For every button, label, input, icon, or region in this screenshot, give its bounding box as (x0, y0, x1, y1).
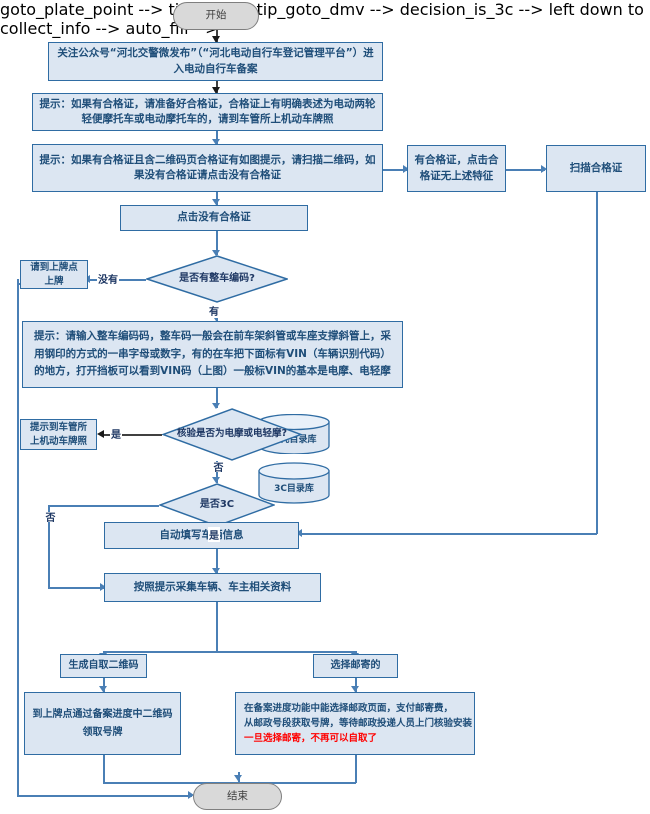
edge-pickupqr-to-pickuppoint (103, 678, 105, 692)
edge-collect-split-h (103, 651, 356, 653)
arrowhead-tipvin-to-moto (212, 403, 220, 409)
arrowhead-3c-no-to-collect (100, 583, 106, 591)
edge-label-moto-no: 否 (209, 462, 224, 472)
node-tip-vin-label: 提示：请输入整车编码码，整车码一般会在前车架斜管或车座支撑斜管上，采用钢印的方式… (34, 329, 391, 378)
node-auto-fill-label: 自动填写车辆信息 (159, 528, 244, 541)
arrowhead-follow-to-tip1 (212, 87, 220, 94)
node-decision-is-3c-label: 是否3C (199, 499, 235, 511)
edge-platepoint-left-stub (17, 279, 19, 284)
node-decision-is-moto[interactable]: 核验是否为电摩或电轻摩? (162, 408, 302, 461)
edge-tip1-to-tip2 (216, 131, 218, 144)
node-choose-mail[interactable]: 选择邮寄的 (313, 654, 398, 678)
arrowhead-rail-to-autofill (296, 529, 302, 537)
node-tip-qrcode[interactable]: 提示：如果有合格证且含二维码页合格证有如图提示，请扫描二维码，如果没有合格证请点… (32, 144, 383, 192)
edge-collect-down (216, 602, 218, 652)
node-collect-info-label: 按照提示采集车辆、车主相关资料 (133, 580, 292, 593)
node-mail-detail[interactable]: 在备案进度功能中能选择邮政页面，支付邮寄费， 从邮政号段获取号牌，等待邮政投递人… (235, 692, 475, 755)
node-tip-certificate[interactable]: 提示：如果有合格证，请准备好合格证，合格证上有明确表述为电动两轮轻便摩托车或电动… (32, 93, 383, 131)
edge-merge-to-end (103, 782, 356, 784)
edge-pickuppoint-down (103, 755, 105, 783)
node-start[interactable]: 开始 (173, 2, 259, 30)
node-follow-account[interactable]: 关注公众号“河北交警微发布”（“河北电动自行车登记管理平台”）进入电动自行车备案 (48, 42, 383, 81)
arrowhead-leftrail-to-end (188, 791, 194, 799)
edge-tip2-to-hascert (383, 169, 407, 171)
arrowhead-hascert-to-scan (541, 165, 547, 173)
arrowhead-tip2-to-hascert (403, 165, 409, 173)
diamond-shape-has-vin (146, 255, 288, 303)
arrowhead-start-to-follow (212, 36, 220, 43)
cylinder-shape-3c (258, 462, 330, 504)
node-mail-detail-line2: 从邮政号段获取号牌，等待邮政投递人员上门核验安装 (244, 717, 473, 729)
edge-moto-yes-to-dmv (101, 434, 162, 436)
node-tip-vin[interactable]: 提示：请输入整车编码码，整车码一般会在前车架斜管或车座支撑斜管上，采用钢印的方式… (22, 321, 403, 388)
node-auto-fill[interactable]: 自动填写车辆信息 (104, 522, 299, 549)
edge-left-rail (17, 283, 19, 796)
edge-scan-down-rail (596, 192, 598, 534)
edge-label-3c-yes: 是 (208, 527, 220, 542)
node-decision-has-vin-label: 是否有整车编码? (179, 273, 255, 285)
node-decision-is-3c[interactable]: 是否3C (159, 483, 275, 527)
node-mail-detail-body: 在备案进度功能中能选择邮政页面，支付邮寄费， 从邮政号段获取号牌，等待邮政投递人… (236, 701, 474, 747)
edge-hascert-to-scan (506, 169, 545, 171)
node-pickup-at-point[interactable]: 到上牌点通过备案进度中二维码领取号牌 (24, 692, 181, 755)
edge-clicknocert-to-vin (216, 231, 218, 255)
edge-label-3c-no: 否 (41, 512, 56, 522)
arrowhead-merge-to-end (234, 775, 242, 781)
node-tip-goto-dmv[interactable]: 提示到车管所上机动车牌照 (20, 419, 97, 450)
edge-rail-to-autofill (299, 533, 597, 535)
edge-label-no-vin: 没有 (97, 271, 119, 286)
node-scan-cert-label: 扫描合格证 (569, 161, 623, 174)
edge-maildetail-down (355, 755, 357, 783)
node-goto-plate-point-label: 请到上牌点上牌 (30, 261, 78, 287)
node-3c-catalog-db[interactable]: 3C目录库 (258, 462, 330, 504)
node-has-cert-no-feature-label: 有合格证，点击合格证无上述特征 (414, 154, 499, 182)
node-has-cert-no-feature[interactable]: 有合格证，点击合格证无上述特征 (407, 145, 506, 192)
edge-autofill-to-collect (216, 549, 218, 573)
node-tip-goto-dmv-label: 提示到车管所上机动车牌照 (29, 421, 87, 447)
node-tip-certificate-label: 提示：如果有合格证，请准备好合格证，合格证上有明确表述为电动两轮轻便摩托车或电动… (39, 97, 376, 125)
edge-mail-to-maildetail (355, 678, 357, 692)
edge-tipvin-to-moto (216, 388, 218, 408)
node-follow-account-label: 关注公众号“河北交警微发布”（“河北电动自行车登记管理平台”）进入电动自行车备案 (57, 47, 374, 75)
node-goto-plate-point[interactable]: 请到上牌点上牌 (20, 260, 88, 289)
node-click-no-cert[interactable]: 点击没有合格证 (120, 205, 308, 231)
arrowhead-clicknocert-to-vin (212, 250, 220, 256)
arrowhead-vin-yes-to-tipvin (212, 315, 220, 321)
arrowhead-autofill-to-collect (212, 568, 220, 574)
node-3c-catalog-db-label: 3C目录库 (274, 483, 314, 494)
diamond-shape-is-moto (162, 408, 302, 461)
arrowhead-pickupqr-to-pickuppoint (99, 686, 107, 692)
node-start-label: 开始 (205, 9, 227, 22)
node-scan-cert[interactable]: 扫描合格证 (546, 145, 646, 192)
arrowhead-tip1-to-tip2 (212, 139, 220, 145)
node-end-label: 结束 (227, 789, 248, 802)
arrowhead-moto-no-to-3c (212, 477, 220, 483)
node-gen-pickup-qr[interactable]: 生成自取二维码 (60, 654, 147, 678)
node-decision-is-moto-label: 核验是否为电摩或电轻摩? (176, 428, 287, 440)
node-tip-qrcode-label: 提示：如果有合格证且含二维码页合格证有如图提示，请扫描二维码，如果没有合格证请点… (39, 153, 376, 181)
edge-label-has-vin: 有 (208, 303, 220, 318)
arrowhead-mail-to-maildetail (351, 686, 359, 692)
edge-label-moto-yes: 是 (110, 426, 122, 441)
edge-moto-no-to-3c (216, 461, 218, 483)
node-pickup-at-point-label: 到上牌点通过备案进度中二维码领取号牌 (32, 708, 173, 738)
node-end[interactable]: 结束 (193, 783, 282, 810)
node-collect-info[interactable]: 按照提示采集车辆、车主相关资料 (104, 573, 321, 602)
edge-3c-no-down (48, 505, 50, 587)
edge-leftrail-to-end (17, 795, 192, 797)
node-moto-catalog-db-label: 摩托目录库 (271, 434, 317, 445)
node-choose-mail-label: 选择邮寄的 (330, 659, 381, 671)
node-decision-has-vin[interactable]: 是否有整车编码? (146, 255, 288, 303)
arrowhead-tip2-to-clicknocert (212, 199, 220, 205)
arrowhead-moto-yes-to-dmv (97, 430, 104, 438)
edge-3c-no-left (48, 505, 159, 507)
node-click-no-cert-label: 点击没有合格证 (177, 211, 251, 224)
node-mail-detail-line1: 在备案进度功能中能选择邮政页面，支付邮寄费， (244, 702, 454, 714)
node-gen-pickup-qr-label: 生成自取二维码 (68, 659, 139, 671)
edge-tip2-to-clicknocert (216, 192, 218, 205)
edge-3c-no-to-collect (48, 587, 104, 589)
node-mail-detail-warning: 一旦选择邮寄，不再可以自取了 (244, 733, 378, 745)
